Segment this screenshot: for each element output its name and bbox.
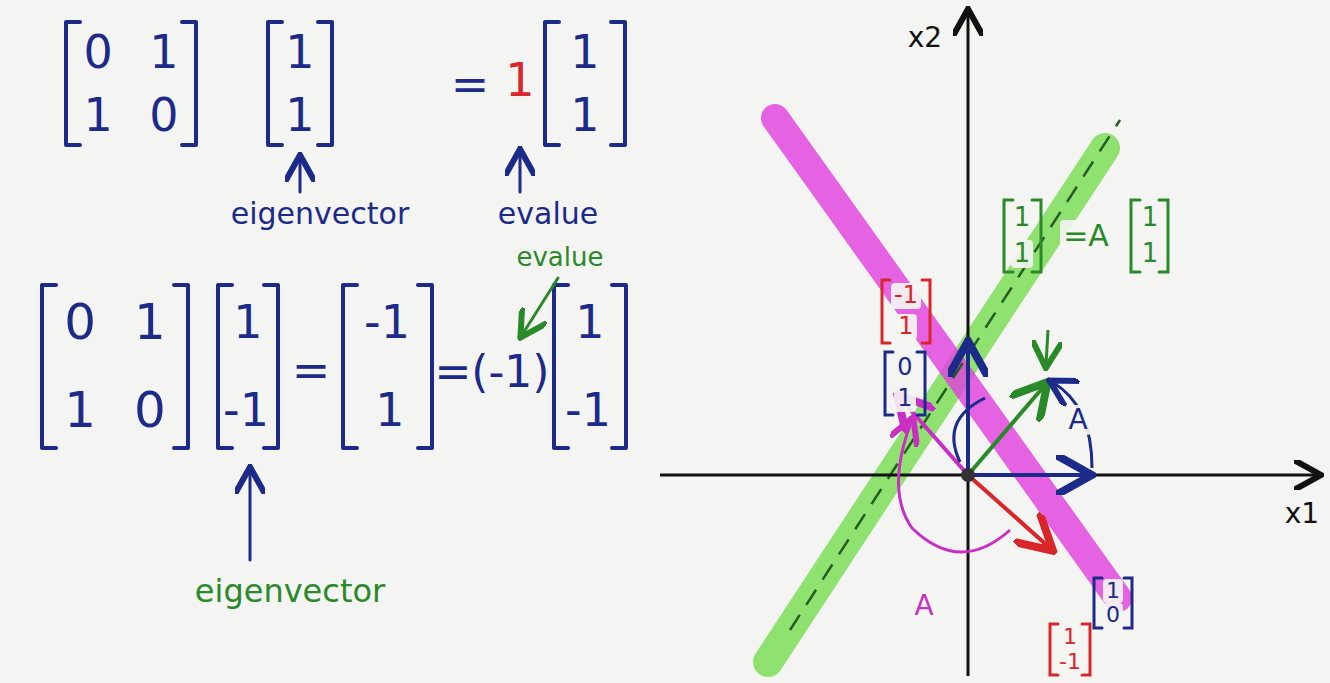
evalue-note: evalue [513,244,606,271]
vector-entry: 1 [1139,204,1162,231]
vector-entry: 1 [567,91,602,139]
eigenvalue-product: =(-1) [431,349,552,395]
vector-entry: 1 [372,386,407,434]
matrix-row: 1 0 [80,91,181,139]
equals-sign: = [289,346,334,394]
vector-entry: 1 [895,314,916,339]
vector-entry: 1 [894,386,915,411]
matrix-row: 0 1 [80,28,181,76]
vector-entry: -1 [891,283,921,308]
eigenvector-note: eigenvector [228,198,412,230]
map-label: A [1065,405,1090,434]
vector-entry: -1 [220,386,272,434]
equation-text: =A [1060,220,1112,252]
axis-label: x2 [905,23,945,52]
vector-entry: 1 [1011,204,1034,231]
axis-label: x1 [1282,499,1322,528]
eigenvalue: 1 [502,56,537,104]
vector-entry: 1 [1011,240,1034,267]
vector-entry: -1 [1056,650,1084,673]
vector-entry: 1 [572,298,607,346]
green-vector-brackets [1004,200,1168,272]
eigenvector-note: eigenvector [192,575,388,609]
brackets [42,22,626,448]
vector-entry: 1 [282,28,317,76]
evalue-note: evalue [495,198,601,230]
matrix-row: 1 0 [61,384,169,437]
vector-entry: 1 [282,91,317,139]
vector-entry: -1 [361,298,413,346]
vector-entry: -1 [562,386,614,434]
matrix-row: 0 1 [61,296,169,349]
plot-vector-brackets [882,280,1132,675]
vector-entry: 1 [1103,579,1123,602]
eigen-plot [660,12,1318,676]
vector-entry: 1 [1060,625,1080,648]
vector-entry: 0 [1103,603,1123,626]
vector-entry: 1 [230,298,265,346]
vector-entry: 1 [1139,240,1162,267]
vector-entry: 1 [567,28,602,76]
vector-entry: 0 [894,355,915,380]
equals-sign: = [448,60,493,108]
map-label: A [911,591,936,620]
